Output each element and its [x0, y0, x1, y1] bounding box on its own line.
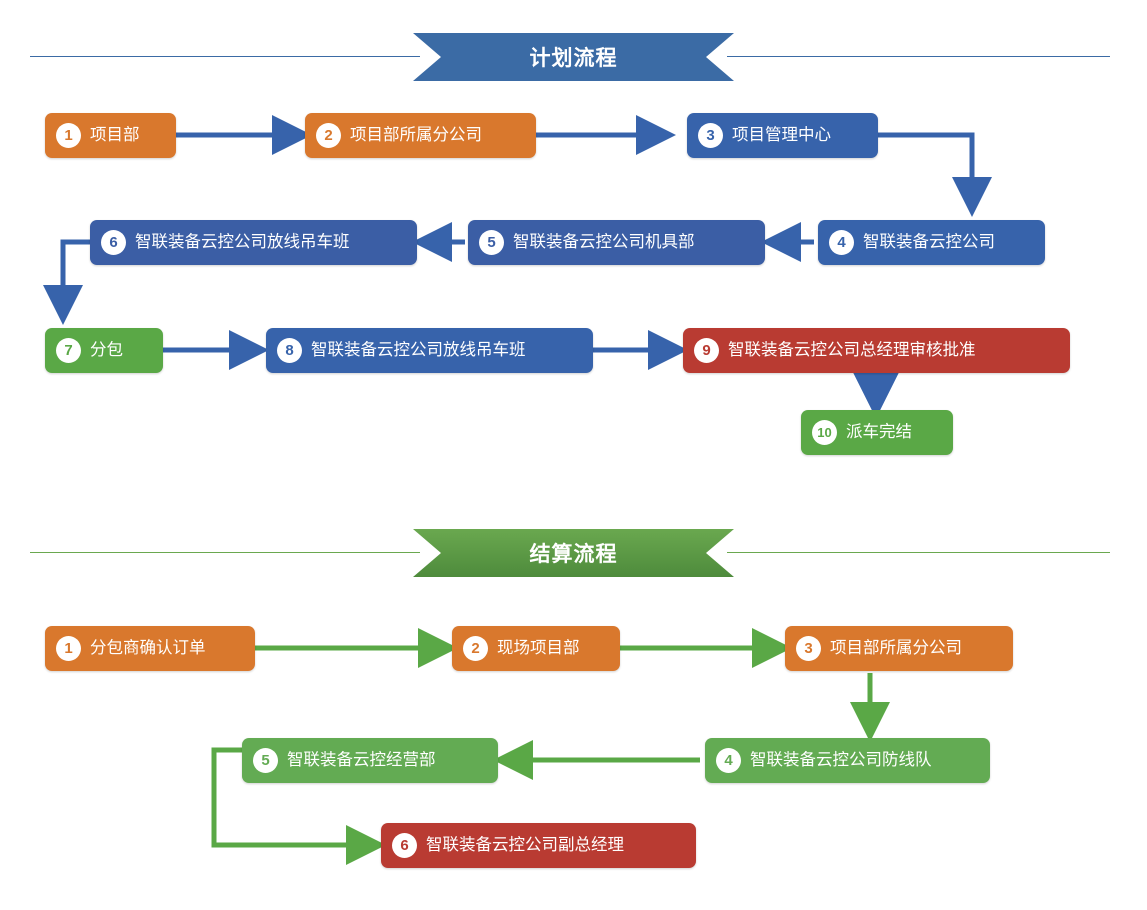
- plan-node-8-label: 智联装备云控公司放线吊车班: [311, 341, 526, 360]
- settlement-node-4-label: 智联装备云控公司防线队: [750, 751, 932, 770]
- plan-node-8[interactable]: 8 智联装备云控公司放线吊车班: [266, 328, 593, 373]
- plan-node-4[interactable]: 4 智联装备云控公司: [818, 220, 1045, 265]
- plan-banner: 计划流程: [413, 33, 734, 81]
- plan-node-2-number: 2: [316, 123, 341, 148]
- plan-node-4-number: 4: [829, 230, 854, 255]
- settlement-rule-left: [30, 552, 420, 553]
- settlement-node-1-number: 1: [56, 636, 81, 661]
- plan-node-6[interactable]: 6 智联装备云控公司放线吊车班: [90, 220, 417, 265]
- settlement-node-4-number: 4: [716, 748, 741, 773]
- plan-node-4-label: 智联装备云控公司: [863, 233, 995, 252]
- settlement-node-1[interactable]: 1 分包商确认订单: [45, 626, 255, 671]
- settlement-node-2-number: 2: [463, 636, 488, 661]
- plan-node-2[interactable]: 2 项目部所属分公司: [305, 113, 536, 158]
- settlement-node-1-label: 分包商确认订单: [90, 639, 206, 658]
- plan-node-10[interactable]: 10 派车完结: [801, 410, 953, 455]
- plan-node-5-label: 智联装备云控公司机具部: [513, 233, 695, 252]
- plan-node-3[interactable]: 3 项目管理中心: [687, 113, 878, 158]
- settlement-node-6[interactable]: 6 智联装备云控公司副总经理: [381, 823, 696, 868]
- plan-node-1-label: 项目部: [90, 126, 140, 145]
- settlement-node-5-label: 智联装备云控经营部: [287, 751, 436, 770]
- settlement-node-4[interactable]: 4 智联装备云控公司防线队: [705, 738, 990, 783]
- plan-node-5-number: 5: [479, 230, 504, 255]
- plan-node-1-number: 1: [56, 123, 81, 148]
- plan-node-9-number: 9: [694, 338, 719, 363]
- edge-plan-3-4: [878, 132, 992, 218]
- plan-node-9[interactable]: 9 智联装备云控公司总经理审核批准: [683, 328, 1070, 373]
- plan-node-10-number: 10: [812, 420, 837, 445]
- plan-node-9-label: 智联装备云控公司总经理审核批准: [728, 341, 976, 360]
- plan-node-7-label: 分包: [90, 341, 123, 360]
- settlement-banner: 结算流程: [413, 529, 734, 577]
- plan-node-7[interactable]: 7 分包: [45, 328, 163, 373]
- plan-node-10-label: 派车完结: [846, 423, 912, 442]
- plan-rule-right: [727, 56, 1110, 57]
- settlement-node-6-number: 6: [392, 833, 417, 858]
- edge-plan-6-7: [43, 239, 90, 326]
- plan-node-6-label: 智联装备云控公司放线吊车班: [135, 233, 350, 252]
- settlement-banner-label: 结算流程: [529, 543, 618, 566]
- settlement-node-5-number: 5: [253, 748, 278, 773]
- plan-node-3-label: 项目管理中心: [732, 126, 831, 145]
- plan-node-6-number: 6: [101, 230, 126, 255]
- plan-banner-label: 计划流程: [529, 47, 618, 70]
- settlement-node-2-label: 现场项目部: [497, 639, 580, 658]
- settlement-banner-group: 结算流程: [0, 529, 1147, 577]
- plan-node-1[interactable]: 1 项目部: [45, 113, 176, 158]
- settlement-node-3-label: 项目部所属分公司: [830, 639, 962, 658]
- plan-node-5[interactable]: 5 智联装备云控公司机具部: [468, 220, 765, 265]
- plan-rule-left: [30, 56, 420, 57]
- plan-node-7-number: 7: [56, 338, 81, 363]
- settlement-node-2[interactable]: 2 现场项目部: [452, 626, 620, 671]
- plan-node-3-number: 3: [698, 123, 723, 148]
- plan-node-2-label: 项目部所属分公司: [350, 126, 482, 145]
- settlement-node-3[interactable]: 3 项目部所属分公司: [785, 626, 1013, 671]
- settlement-node-6-label: 智联装备云控公司副总经理: [426, 836, 624, 855]
- settlement-node-5[interactable]: 5 智联装备云控经营部: [242, 738, 498, 783]
- settlement-rule-right: [727, 552, 1110, 553]
- plan-banner-group: 计划流程: [0, 33, 1147, 81]
- settlement-node-3-number: 3: [796, 636, 821, 661]
- plan-node-8-number: 8: [277, 338, 302, 363]
